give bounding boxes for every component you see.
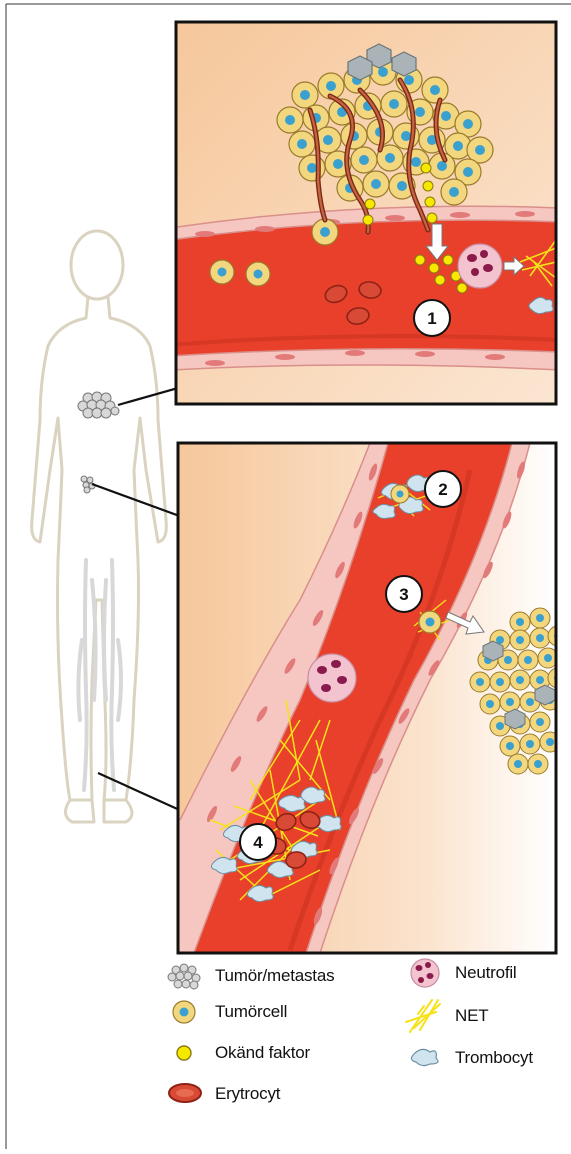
body-silhouette — [32, 231, 167, 822]
callout-1-label: 1 — [427, 309, 436, 328]
neutrophil-icon — [411, 959, 439, 987]
net-icon — [406, 1000, 440, 1032]
callout-2: 2 — [425, 471, 461, 507]
panel-tumor-vessel — [170, 22, 560, 404]
callout-3: 3 — [386, 576, 422, 612]
panel-thrombosis — [178, 443, 568, 953]
neutrophil-top — [458, 244, 502, 288]
tumor-cell-icon — [173, 1001, 195, 1023]
legend-label-neutrophil: Neutrofil — [455, 963, 517, 983]
legend-label-erythrocyte: Erytrocyt — [215, 1084, 280, 1104]
legend-label-net: NET — [455, 1006, 488, 1026]
callout-3-label: 3 — [399, 585, 408, 604]
unknown-factor-icon — [177, 1046, 191, 1060]
tumor-metastasis-icon — [168, 964, 200, 989]
legend-label-platelet: Trombocyt — [455, 1048, 533, 1068]
callout-4: 4 — [240, 824, 276, 860]
platelet-icon — [411, 1049, 438, 1065]
erythrocyte-icon — [169, 1084, 201, 1102]
leg-veins — [78, 560, 121, 790]
legend-label-tumor-metastasis: Tumör/metastas — [215, 966, 334, 986]
callout-1: 1 — [414, 300, 450, 336]
body-tumor-icon — [78, 392, 119, 418]
legend-label-tumor-cell: Tumörcell — [215, 1002, 287, 1022]
callout-2-label: 2 — [438, 480, 447, 499]
callout-4-label: 4 — [253, 833, 263, 852]
legend-label-unknown-factor: Okänd faktor — [215, 1043, 310, 1063]
